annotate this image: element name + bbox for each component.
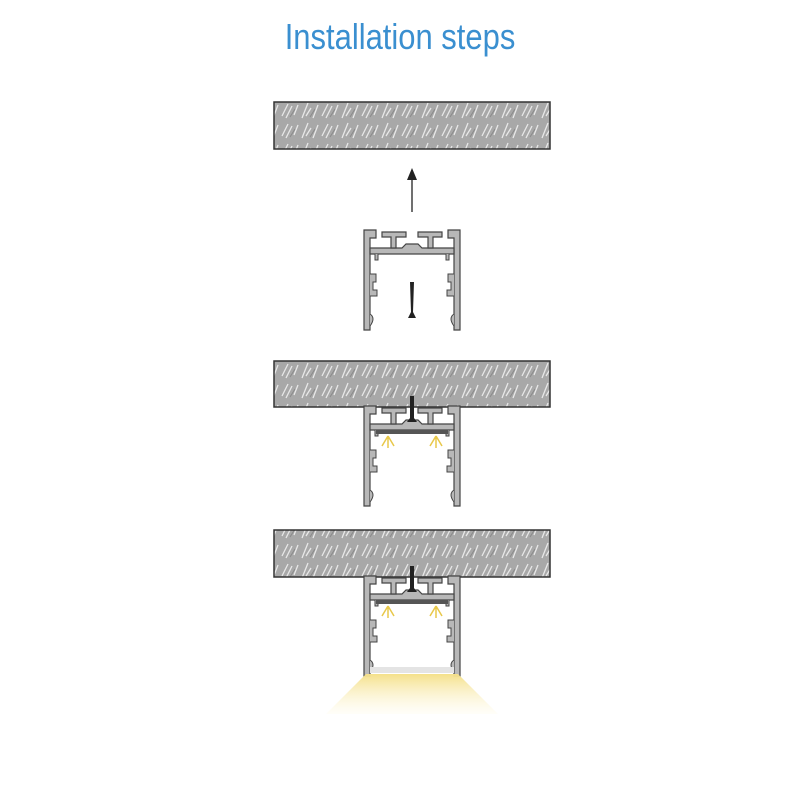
led-light-icon xyxy=(375,599,449,619)
light-beam-icon xyxy=(326,674,498,714)
ceiling-slab xyxy=(273,529,551,578)
arrow-up-icon xyxy=(407,168,417,212)
screw-icon xyxy=(407,566,417,592)
led-light-icon xyxy=(375,429,449,449)
page-title: Installation steps xyxy=(284,16,516,57)
diffuser-cover xyxy=(370,667,454,673)
ceiling-slab xyxy=(273,101,551,150)
screw-icon xyxy=(408,282,416,318)
screw-icon xyxy=(407,396,417,422)
